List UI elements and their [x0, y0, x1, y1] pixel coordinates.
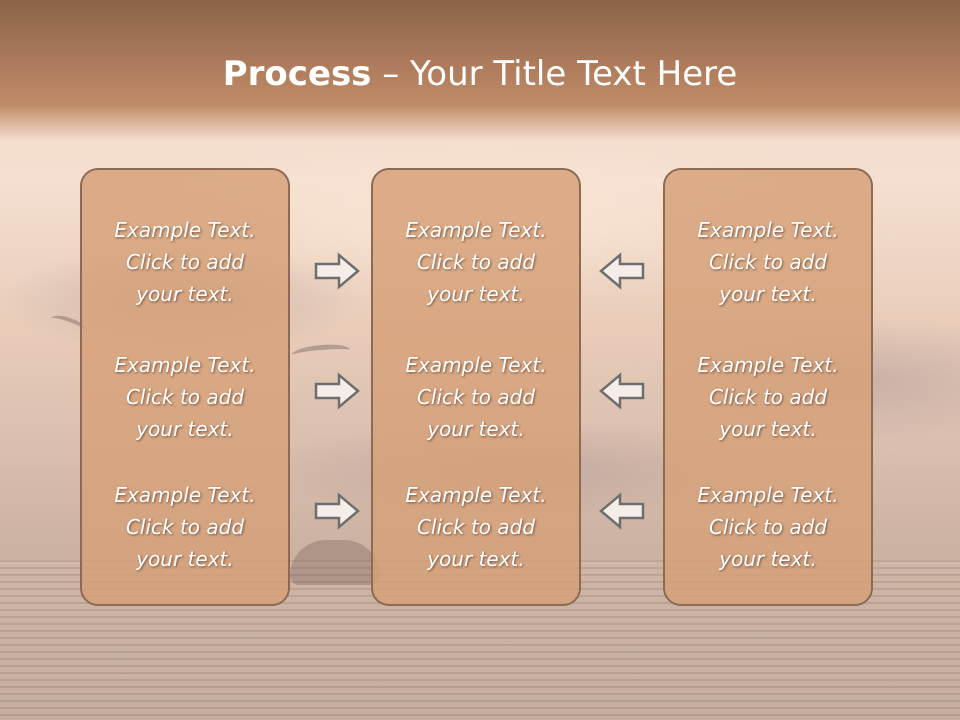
text-line: Example Text.	[114, 483, 256, 507]
right-arrow-icon	[313, 371, 361, 411]
text-line: Click to add	[708, 250, 828, 274]
title-band	[0, 0, 960, 140]
process-box-left[interactable]: Example Text. Click to add your text. Ex…	[80, 168, 290, 606]
text-placeholder[interactable]: Example Text. Click to add your text.	[665, 214, 871, 310]
right-arrow-icon	[313, 491, 361, 531]
text-line: Click to add	[125, 250, 245, 274]
text-line: your text.	[136, 282, 234, 306]
text-placeholder[interactable]: Example Text. Click to add your text.	[82, 479, 288, 575]
text-line: your text.	[719, 417, 817, 441]
text-line: your text.	[427, 417, 525, 441]
left-arrow-icon	[598, 371, 646, 411]
text-line: Example Text.	[697, 218, 839, 242]
text-line: Example Text.	[405, 483, 547, 507]
text-line: Example Text.	[405, 218, 547, 242]
text-placeholder[interactable]: Example Text. Click to add your text.	[82, 214, 288, 310]
left-arrow-icon	[598, 251, 646, 291]
slide-title[interactable]: Process – Your Title Text Here	[0, 52, 960, 96]
text-placeholder[interactable]: Example Text. Click to add your text.	[373, 214, 579, 310]
text-line: Example Text.	[114, 218, 256, 242]
text-placeholder[interactable]: Example Text. Click to add your text.	[373, 349, 579, 445]
right-arrow-icon	[313, 251, 361, 291]
process-box-right[interactable]: Example Text. Click to add your text. Ex…	[663, 168, 873, 606]
text-line: your text.	[136, 547, 234, 571]
text-line: Click to add	[125, 515, 245, 539]
title-regular-part: – Your Title Text Here	[371, 54, 738, 94]
text-line: Example Text.	[697, 353, 839, 377]
text-line: Click to add	[125, 385, 245, 409]
text-line: Example Text.	[114, 353, 256, 377]
text-line: Click to add	[416, 250, 536, 274]
text-placeholder[interactable]: Example Text. Click to add your text.	[82, 349, 288, 445]
text-line: your text.	[719, 547, 817, 571]
text-line: your text.	[719, 282, 817, 306]
text-line: Example Text.	[405, 353, 547, 377]
process-box-center[interactable]: Example Text. Click to add your text. Ex…	[371, 168, 581, 606]
title-bold-part: Process	[222, 54, 372, 94]
text-line: your text.	[136, 417, 234, 441]
text-line: Click to add	[708, 385, 828, 409]
text-line: Click to add	[708, 515, 828, 539]
text-placeholder[interactable]: Example Text. Click to add your text.	[665, 349, 871, 445]
text-line: your text.	[427, 547, 525, 571]
text-line: Click to add	[416, 385, 536, 409]
text-placeholder[interactable]: Example Text. Click to add your text.	[373, 479, 579, 575]
text-line: your text.	[427, 282, 525, 306]
text-line: Example Text.	[697, 483, 839, 507]
background-rock	[290, 540, 380, 585]
left-arrow-icon	[598, 491, 646, 531]
text-placeholder[interactable]: Example Text. Click to add your text.	[665, 479, 871, 575]
text-line: Click to add	[416, 515, 536, 539]
